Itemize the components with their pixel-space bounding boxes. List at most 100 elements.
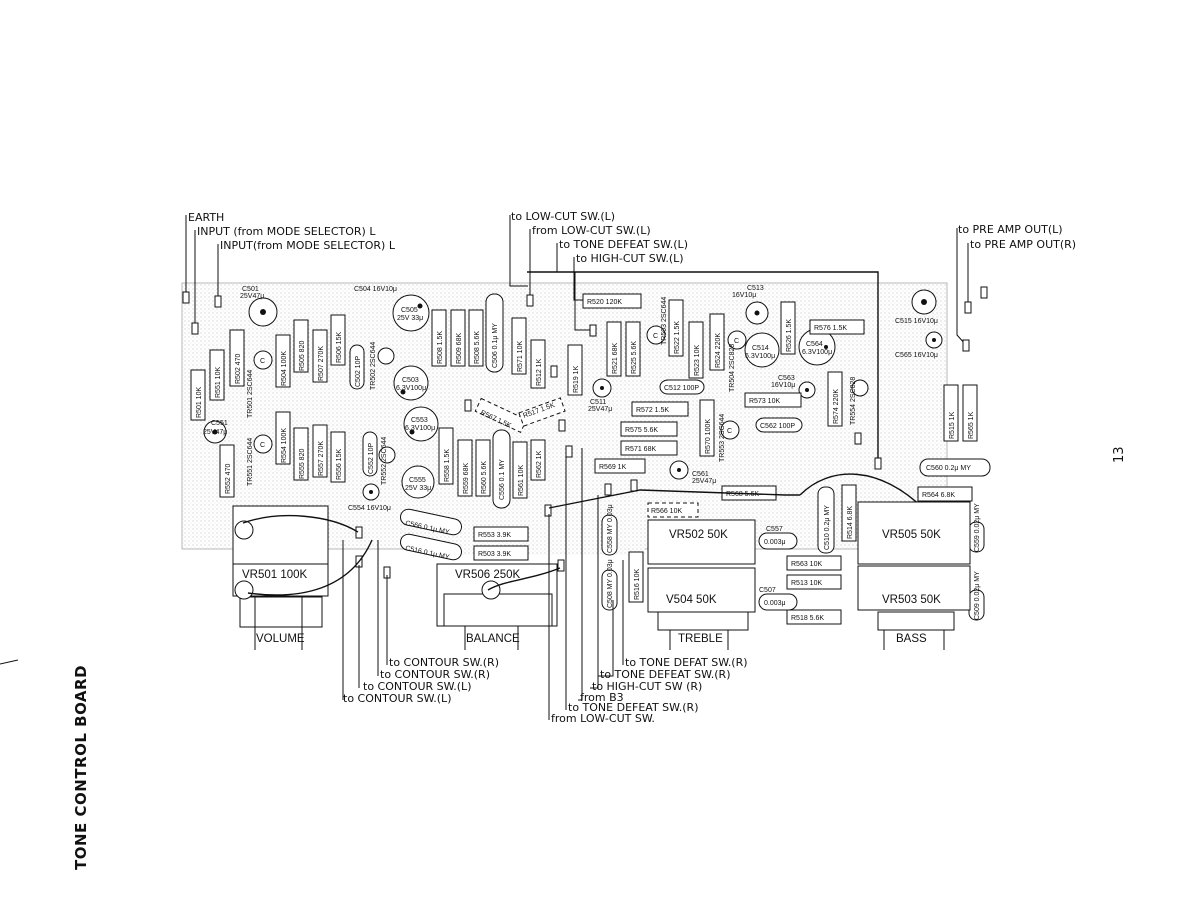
resistor-r526 xyxy=(780,301,796,355)
label-vr505: VR505 50K xyxy=(882,529,941,541)
label-c501: C501 xyxy=(242,286,259,293)
capacitor-c552 xyxy=(362,431,378,477)
svg-text:C: C xyxy=(734,338,739,345)
label-c561: C561 xyxy=(692,471,709,478)
label-vr502: VR502 50K xyxy=(669,529,728,541)
capacitor-c560 xyxy=(919,458,991,477)
label-vr503: VR503 50K xyxy=(882,594,941,606)
label-r576: R576 1.5K xyxy=(814,325,847,332)
resistor-r573 xyxy=(744,392,802,408)
label-c565: C565 16V10μ xyxy=(895,352,938,359)
label-volume: VOLUME xyxy=(256,633,305,645)
resistor-r523 xyxy=(688,321,704,379)
label-c564-value: 6.3V100μ xyxy=(802,349,832,356)
label-tone-defeat-r1: to TONE DEFEAT SW.(R) xyxy=(600,668,731,681)
resistor-r554 xyxy=(275,411,291,465)
label-c562: C562 100P xyxy=(760,423,795,430)
label-c507: C507 xyxy=(759,587,776,594)
label-c555: C555 xyxy=(409,477,426,484)
label-r523: R523 10K xyxy=(694,345,701,376)
resistor-r558 xyxy=(438,427,454,485)
capacitor-c556 xyxy=(492,429,511,509)
resistor-r556 xyxy=(330,431,346,483)
label-r510: R508 5.6K xyxy=(474,331,481,364)
label-tone-defat-r: to TONE DEFAT SW.(R) xyxy=(625,656,748,669)
label-r515: R515 1K xyxy=(949,411,956,439)
resistor-r508 xyxy=(431,309,447,367)
capacitor-c507 xyxy=(758,593,798,611)
label-c514: C514 xyxy=(752,345,769,352)
label-tr551: TR551 2SC644 xyxy=(247,438,254,486)
label-c551: C551 xyxy=(211,420,228,427)
label-r560: R560 5.6K xyxy=(481,461,488,494)
resistor-r551 xyxy=(209,349,225,401)
transistor-tr504 xyxy=(727,330,747,350)
resistor-r505 xyxy=(293,319,309,373)
capacitor-c555 xyxy=(401,465,435,499)
label-treble: TREBLE xyxy=(678,633,723,645)
label-r563: R563 10K xyxy=(791,561,822,568)
resistor-r502 xyxy=(229,329,245,387)
capacitor-c558 xyxy=(601,514,618,556)
resistor-r560 xyxy=(475,439,491,497)
resistor-r514 xyxy=(841,484,857,542)
top-leader-lines xyxy=(185,215,969,460)
label-c555-value: 25V 33μ xyxy=(405,485,431,492)
page-title: TONE CONTROL BOARD xyxy=(72,664,90,870)
resistor-r510 xyxy=(468,309,484,367)
label-high-cut-r: to HIGH-CUT SW (R) xyxy=(592,680,702,693)
label-balance: BALANCE xyxy=(466,633,520,645)
label-pre-amp-out-l: to PRE AMP OUT(L) xyxy=(958,223,1063,236)
label-c557: C557 xyxy=(766,526,783,533)
label-c505: C505 xyxy=(401,307,418,314)
resistor-r559 xyxy=(457,439,473,497)
potentiometer-vr501[interactable] xyxy=(232,505,373,650)
label-tr504: TR504 2SC828 xyxy=(729,344,736,392)
potentiometer-vr502[interactable] xyxy=(647,519,756,650)
potentiometer-vr506[interactable] xyxy=(436,563,561,650)
label-to-low-cut-l: to LOW-CUT SW.(L) xyxy=(511,210,615,223)
potentiometer-vr505[interactable] xyxy=(857,501,971,650)
capacitor-c516 xyxy=(400,533,462,561)
label-r555: R555 820 xyxy=(299,449,306,479)
capacitor-c506 xyxy=(485,293,504,373)
label-input-2: INPUT(from MODE SELECTOR) L xyxy=(220,239,396,252)
capacitor-c510 xyxy=(817,486,835,554)
resistor-r553 xyxy=(473,526,529,542)
label-r518: R518 5.6K xyxy=(791,615,824,622)
label-c564: C564 xyxy=(806,341,823,348)
label-c560: C560 0.2μ MY xyxy=(926,465,971,472)
label-r551: R551 10K xyxy=(215,367,222,398)
svg-text:C: C xyxy=(727,428,732,435)
resistor-r509 xyxy=(450,309,466,367)
label-r503: R503 3.9K xyxy=(478,551,511,558)
resistor-r524 xyxy=(709,313,725,371)
label-contour-r2: to CONTOUR SW.(R) xyxy=(380,668,490,681)
capacitor-c502 xyxy=(349,344,365,390)
label-r508: R508 1.5K xyxy=(437,331,444,364)
label-c504: C504 16V10μ xyxy=(354,286,397,293)
label-r552: R552 470 xyxy=(225,464,232,494)
label-c554: C554 16V10μ xyxy=(348,505,391,512)
label-to-tone-defeat-l: to TONE DEFEAT SW.(L) xyxy=(559,238,688,251)
label-r506: R506 15K xyxy=(336,332,343,363)
transistor-tr502 xyxy=(377,347,395,365)
label-c511: C511 xyxy=(590,399,606,406)
label-r575: R575 5.6K xyxy=(625,427,658,434)
resistor-r506 xyxy=(330,314,346,366)
label-c563: C563 xyxy=(778,375,795,382)
label-r562: R562 1K xyxy=(536,450,543,478)
label-tr554: TR554 2SC828 xyxy=(850,377,857,425)
capacitor-c512 xyxy=(659,379,705,395)
label-c510: C510 0.2μ MY xyxy=(824,505,831,550)
label-r553: R553 3.9K xyxy=(478,532,511,539)
transistor-tr551 xyxy=(253,434,273,454)
resistor-r518 xyxy=(786,609,842,625)
label-c556: C556 0.1 MY xyxy=(499,459,506,500)
label-vr506: VR506 250K xyxy=(455,569,521,581)
label-r519: R519 1K xyxy=(573,365,580,393)
label-r569: R569 1K xyxy=(599,464,627,471)
label-tr501: TR501 2SC644 xyxy=(247,370,254,418)
resistor-r561 xyxy=(512,441,528,499)
label-contour-l1: to CONTOUR SW.(L) xyxy=(363,680,471,693)
